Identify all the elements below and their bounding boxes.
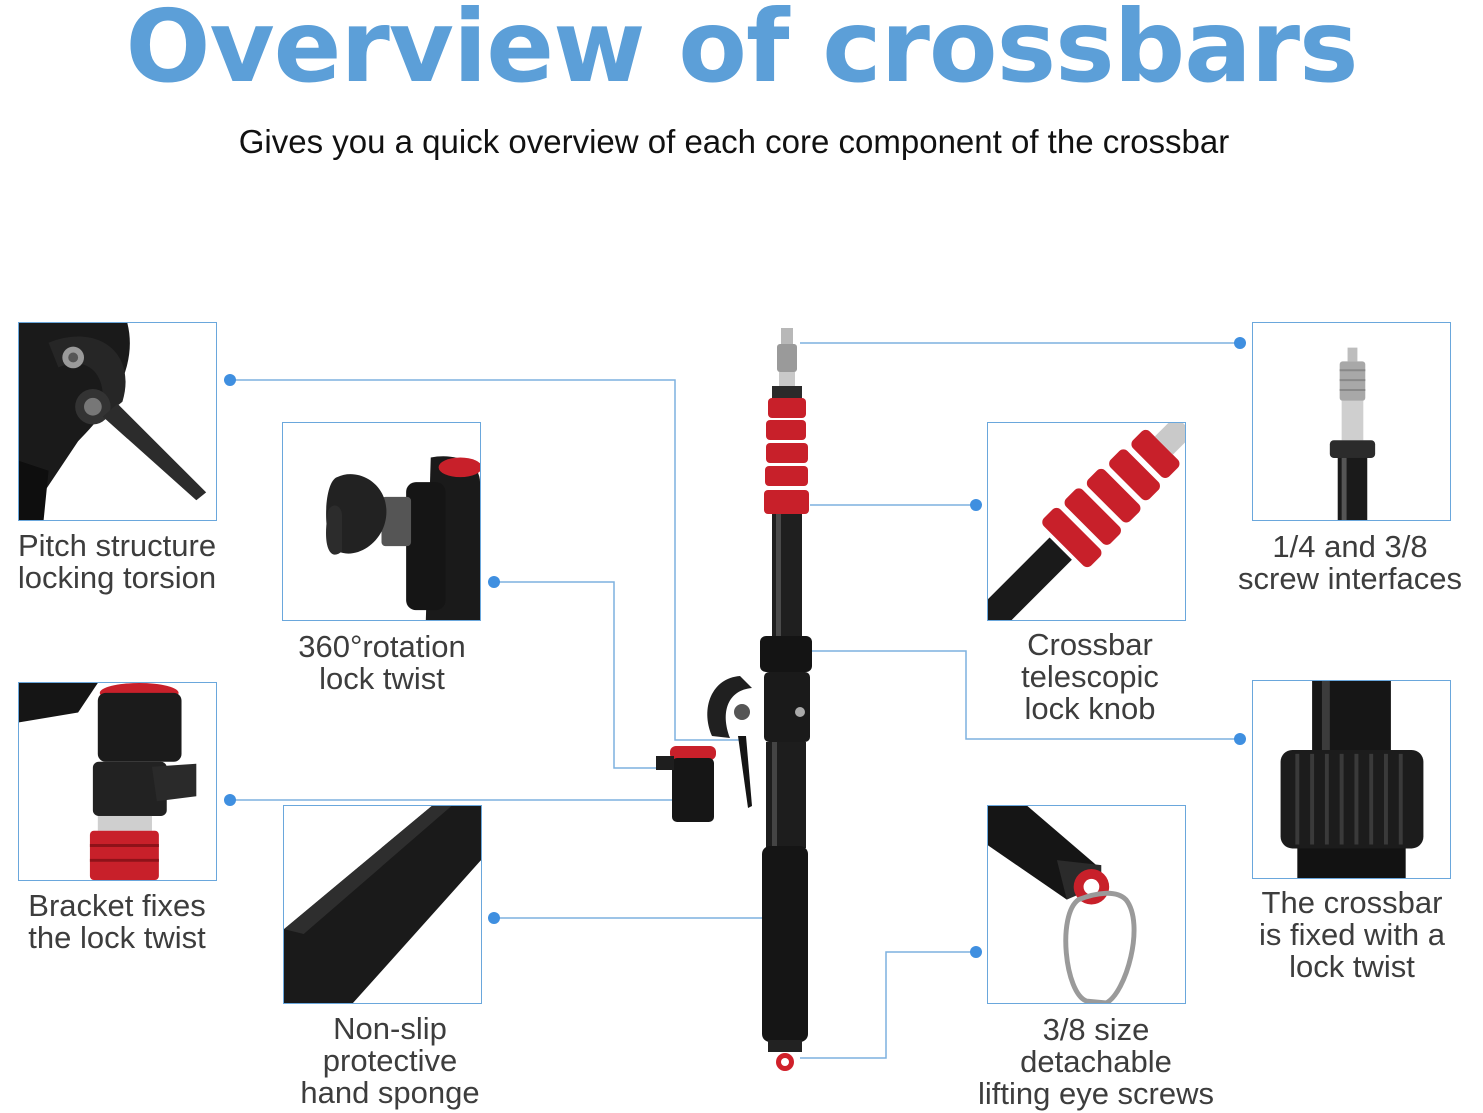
callout-dot: [224, 794, 236, 806]
red-lock-rings-icon: [988, 423, 1185, 620]
rotation-caption: 360°rotation lock twist: [274, 631, 490, 695]
sponge-caption: Non-slip protective hand sponge: [270, 1013, 510, 1109]
rotation-knob-icon: [283, 423, 480, 620]
pitch-lock-lever-icon: [19, 323, 216, 520]
caption-line: 360°rotation: [298, 629, 466, 664]
page-subtitle: Gives you a quick overview of each core …: [238, 123, 1230, 160]
rotation-lock-image: [282, 422, 481, 621]
screw-caption: 1/4 and 3/8 screw interfaces: [1218, 531, 1482, 595]
caption-line: Non-slip: [333, 1011, 447, 1046]
caption-line: hand sponge: [300, 1075, 480, 1110]
screw-interface-image: [1252, 322, 1451, 521]
hand-sponge-image: [283, 805, 482, 1004]
caption-line: 1/4 and 3/8: [1272, 529, 1428, 564]
callout-dot: [488, 912, 500, 924]
caption-line: Crossbar: [1027, 627, 1153, 662]
caption-line: lock knob: [1024, 691, 1156, 726]
caption-line: telescopic: [1021, 659, 1159, 694]
caption-line: lock twist: [319, 661, 445, 696]
caption-line: screw interfaces: [1238, 561, 1462, 596]
lock-collar-icon: [1253, 681, 1450, 878]
callout-dot: [224, 374, 236, 386]
callout-dot: [488, 576, 500, 588]
foam-grip-icon: [284, 806, 481, 1003]
caption-line: protective: [322, 1043, 458, 1078]
eye-caption: 3/8 size detachable lifting eye screws: [958, 1014, 1234, 1110]
caption-line: Pitch structure: [17, 528, 217, 563]
caption-line: lock twist: [1289, 949, 1415, 984]
page-title: Overview of crossbars: [125, 0, 1358, 105]
caption-line: is fixed with a: [1258, 917, 1446, 952]
caption-line: 3/8 size: [1042, 1012, 1150, 1047]
knob-caption: Crossbar telescopic lock knob: [990, 629, 1190, 725]
bracket-caption: Bracket fixes the lock twist: [0, 890, 234, 954]
caption-line: locking torsion: [17, 560, 217, 595]
bracket-clamp-icon: [19, 683, 216, 880]
bracket-fix-image: [18, 682, 217, 881]
screw-stud-icon: [1253, 323, 1450, 520]
callout-dot: [1234, 337, 1246, 349]
caption-line: lifting eye screws: [977, 1076, 1215, 1111]
callout-dot: [970, 499, 982, 511]
lock-twist-image: [1252, 680, 1451, 879]
crossbar-pole: [656, 328, 812, 1071]
fixed-caption: The crossbar is fixed with a lock twist: [1232, 887, 1472, 983]
callout-dot: [1234, 733, 1246, 745]
caption-line: Bracket fixes: [28, 888, 206, 923]
pitch-caption: Pitch structure locking torsion: [0, 530, 234, 594]
callout-dot: [970, 946, 982, 958]
caption-line: The crossbar: [1261, 885, 1443, 920]
pitch-structure-image: [18, 322, 217, 521]
telescopic-knob-image: [987, 422, 1186, 621]
caption-line: the lock twist: [28, 920, 206, 955]
carabiner-eye-icon: [988, 806, 1185, 1003]
lifting-eye-image: [987, 805, 1186, 1004]
caption-line: detachable: [1020, 1044, 1172, 1079]
